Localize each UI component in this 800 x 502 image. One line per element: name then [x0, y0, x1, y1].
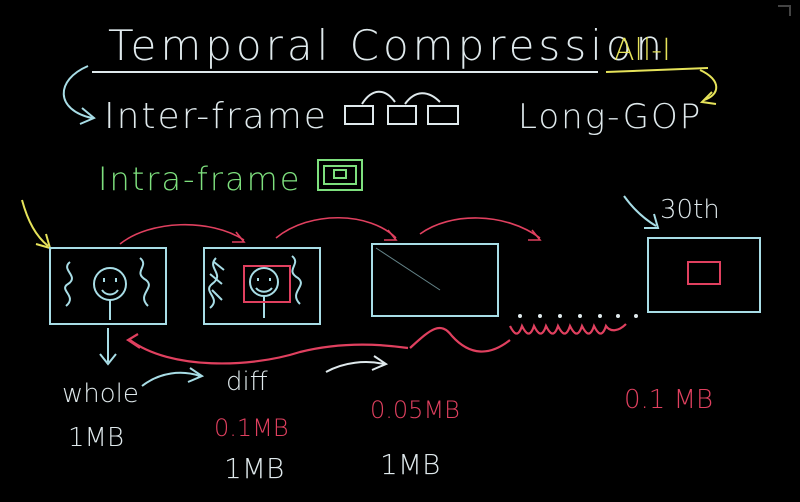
long-gop-label: Long-GOP	[518, 97, 702, 137]
whole-to-diff-arrow	[141, 371, 201, 387]
gop-boxes-sketch	[344, 90, 459, 125]
all-i-to-long-gop-arrow	[699, 69, 718, 101]
size-red-frame-3: 0.05MB	[370, 396, 460, 424]
frame-2	[203, 247, 321, 325]
whole-label: whole	[62, 379, 139, 409]
bottom-reference-arcs	[125, 323, 627, 365]
all-i-to-long-gop-arrowhead	[699, 91, 717, 105]
title-to-interframe-arrow	[62, 65, 93, 119]
first-frame-pointer-arrow	[21, 199, 49, 247]
size-white-frame-2: 1MB	[224, 452, 284, 485]
title-text: Temporal Compression	[108, 21, 666, 70]
size-white-frame-3: 1MB	[380, 448, 440, 481]
frame-1-down-arrowhead	[99, 353, 117, 366]
inter-frame-label: Inter-frame	[104, 96, 328, 137]
diff-to-next-arrow	[325, 361, 385, 373]
frame-30th-diff-region	[687, 261, 721, 285]
frame-1	[49, 247, 167, 325]
thirtieth-pointer-arrow	[623, 195, 657, 227]
all-i-label: All-I	[614, 33, 671, 68]
top-reference-arcs	[119, 216, 542, 245]
size-white-frame-1: 1MB	[68, 423, 124, 453]
corner-marker	[778, 5, 791, 16]
size-red-frame-2: 0.1MB	[214, 414, 289, 442]
size-red-frame-30th: 0.1 MB	[624, 385, 713, 415]
thirtieth-label: 30th	[660, 195, 720, 225]
frame-2-diff-region	[243, 265, 291, 303]
intra-frame-label: Intra-frame	[98, 160, 301, 198]
whole-to-diff-arrowhead	[187, 367, 205, 383]
diff-to-next-arrowhead	[371, 355, 389, 371]
diff-label: diff	[226, 367, 268, 397]
title-to-interframe-arrowhead	[79, 107, 96, 125]
thirtieth-pointer-arrowhead	[644, 213, 660, 229]
intra-frame-box-sketch	[317, 159, 363, 191]
frame-30th	[647, 237, 761, 313]
ellipsis-dots	[518, 314, 638, 318]
all-i-underline	[605, 67, 709, 73]
frame-3	[371, 243, 499, 317]
